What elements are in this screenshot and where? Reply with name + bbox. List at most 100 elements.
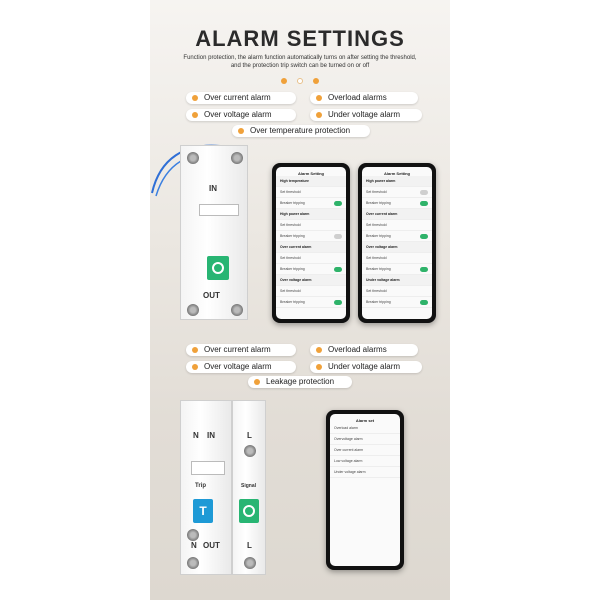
list-item-label: Set threshold [280,256,301,260]
list-item-label: Set threshold [280,223,301,227]
feature-pill-label: Under voltage alarm [328,362,401,371]
list-item-label: Over voltage alarm [366,245,398,249]
list-item-label: Overvoltage alarm [334,437,363,441]
list-item-label: Low voltage alarm [334,459,363,463]
list-item[interactable]: Breaker tripping [362,231,432,242]
bullet-icon [192,112,198,118]
list-item[interactable]: Breaker tripping [276,264,346,275]
in-label: IN [209,184,217,193]
list-item[interactable]: Set threshold [276,187,346,198]
toggle-switch[interactable] [334,234,342,239]
signal-label: Signal [241,483,257,489]
list-item[interactable]: Breaker tripping [362,198,432,209]
bullet-icon [192,95,198,101]
subtitle-line-2: and the protection trip switch can be tu… [230,63,370,69]
toggle-switch[interactable] [420,300,428,305]
toggle-switch[interactable] [420,267,428,272]
feature-pill: Over voltage alarm [186,361,296,373]
l-bottom-label: L [247,541,252,550]
list-item-label: Under voltage alarm [366,278,400,282]
feature-pill: Over voltage alarm [186,109,296,121]
bullet-icon [316,112,322,118]
list-item[interactable]: Set threshold [276,220,346,231]
list-item[interactable]: Breaker tripping [362,264,432,275]
dot-2 [297,78,303,84]
toggle-switch[interactable] [420,190,428,195]
l-top-label: L [247,431,252,440]
list-item[interactable]: Breaker tripping [276,198,346,209]
screw-icon [231,152,243,164]
wifi-badge [191,461,225,475]
list-item-label: Breaker tripping [280,201,305,205]
feature-pill-label: Over temperature protection [250,126,351,135]
list-item[interactable]: Set threshold [362,220,432,231]
feature-pill: Leakage protection [248,376,352,388]
list-item[interactable]: Set threshold [276,253,346,264]
list-item-label: Breaker tripping [366,300,391,304]
feature-pill-label: Over voltage alarm [204,110,272,119]
feature-pill-label: Leakage protection [266,377,335,386]
n-top-label: N [193,431,199,440]
list-item[interactable]: Set threshold [362,286,432,297]
toggle-switch[interactable] [334,267,342,272]
list-item[interactable]: Breaker tripping [276,297,346,308]
feature-pill-label: Overload alarms [328,345,387,354]
screw-icon [187,304,199,316]
power-button[interactable] [207,256,229,280]
bullet-icon [316,95,322,101]
feature-pill: Overload alarms [310,92,418,104]
product-poster: ALARM SETTINGS Function protection, the … [150,0,450,600]
list-item[interactable]: Over current alarm [330,445,400,456]
toggle-switch[interactable] [334,201,342,206]
feature-pill-label: Under voltage alarm [328,110,401,119]
toggle-switch[interactable] [334,300,342,305]
list-item[interactable]: Overload alarm [330,423,400,434]
toggle-switch[interactable] [420,234,428,239]
list-item[interactable]: Low voltage alarm [330,456,400,467]
screw-icon [244,557,256,569]
list-item-label: Breaker tripping [366,267,391,271]
list-item-label: Breaker tripping [366,201,391,205]
list-item-label: Set threshold [366,223,387,227]
feature-pill: Under voltage alarm [310,109,422,121]
carousel-dots [150,71,450,89]
power-button[interactable] [239,499,259,523]
list-section-header: Over voltage alarm [276,275,346,286]
list-item-label: Set threshold [366,256,387,260]
list-section-header: Under voltage alarm [362,275,432,286]
list-item-label: Breaker tripping [366,234,391,238]
toggle-switch[interactable] [420,201,428,206]
list-section-header: Over voltage alarm [362,242,432,253]
out-label: OUT [203,291,220,300]
n-bottom-label: N [191,541,197,550]
feature-pill-label: Overload alarms [328,93,387,102]
power-icon [243,505,255,517]
list-item[interactable]: Breaker tripping [362,297,432,308]
list-section-header: Over current alarm [276,242,346,253]
list-item[interactable]: Overvoltage alarm [330,434,400,445]
feature-pill-label: Over current alarm [204,345,271,354]
list-item[interactable]: Set threshold [362,253,432,264]
list-item[interactable]: Set threshold [276,286,346,297]
screw-icon [187,557,199,569]
list-item-label: Set threshold [280,190,301,194]
feature-pill: Over current alarm [186,344,296,356]
trip-label: Trip [195,483,207,489]
bullet-icon [316,347,322,353]
in-top-label: IN [207,431,215,440]
list-item[interactable]: Breaker tripping [276,231,346,242]
feature-pill-label: Over voltage alarm [204,362,272,371]
screen-title: Alarm Setting [297,171,324,176]
bullet-icon [238,128,244,134]
list-item[interactable]: Under voltage alarm [330,467,400,478]
trip-button[interactable]: T [193,499,213,523]
list-item-label: Over voltage alarm [280,278,312,282]
list-item[interactable]: Set threshold [362,187,432,198]
leakage-breaker-right: L Signal L [232,400,266,575]
page-subtitle: Function protection, the alarm function … [160,54,440,70]
list-item-label: Over current alarm [334,448,364,452]
